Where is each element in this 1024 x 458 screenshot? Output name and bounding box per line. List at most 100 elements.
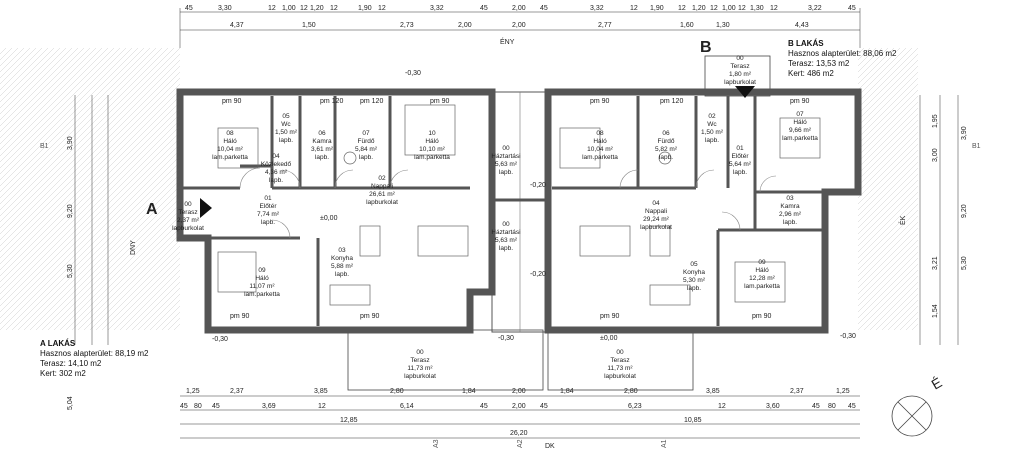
svg-text:Terasz: Terasz — [610, 357, 629, 364]
unit-a-summary: A LAKÁS Hasznos alapterület: 88,19 m2 Te… — [40, 339, 149, 378]
svg-text:1,90: 1,90 — [650, 5, 664, 12]
svg-text:00: 00 — [502, 145, 510, 152]
svg-text:12: 12 — [710, 5, 718, 12]
svg-text:00: 00 — [736, 55, 744, 62]
svg-text:3,90: 3,90 — [961, 126, 968, 140]
svg-text:03: 03 — [786, 195, 794, 202]
svg-text:5,30: 5,30 — [67, 264, 74, 278]
unit-b-marker: B — [700, 39, 712, 56]
svg-text:5,04: 5,04 — [67, 396, 74, 410]
svg-text:Előtér: Előtér — [732, 153, 750, 160]
svg-text:1,00: 1,00 — [282, 5, 296, 12]
svg-text:12: 12 — [300, 5, 308, 12]
central-utility-walls — [491, 91, 549, 333]
svg-text:00: 00 — [184, 201, 192, 208]
svg-text:3,21: 3,21 — [932, 256, 939, 270]
svg-text:04: 04 — [272, 153, 280, 160]
svg-text:3,60: 3,60 — [766, 403, 780, 410]
svg-text:12: 12 — [268, 5, 276, 12]
svg-text:00: 00 — [616, 349, 624, 356]
svg-text:3,69: 3,69 — [262, 403, 276, 410]
svg-text:26,61 m²: 26,61 m² — [369, 191, 395, 198]
svg-text:5,84 m²: 5,84 m² — [355, 146, 378, 153]
svg-text:3,32: 3,32 — [590, 5, 604, 12]
svg-text:12: 12 — [378, 5, 386, 12]
compass-eny: ÉNY — [500, 37, 515, 46]
svg-text:11,73 m²: 11,73 m² — [407, 365, 433, 372]
svg-text:Wc: Wc — [281, 121, 291, 128]
compass-north: É — [929, 374, 945, 393]
svg-text:1,54: 1,54 — [932, 304, 939, 318]
svg-text:1,25: 1,25 — [836, 388, 850, 395]
svg-text:29,24 m²: 29,24 m² — [643, 216, 669, 223]
svg-text:1,20: 1,20 — [310, 5, 324, 12]
entry-arrow-a — [200, 198, 212, 218]
svg-text:4,43: 4,43 — [795, 22, 809, 29]
svg-text:3,90: 3,90 — [67, 136, 74, 150]
svg-text:2,73: 2,73 — [400, 22, 414, 29]
svg-text:00: 00 — [502, 221, 510, 228]
unit-b-partitions — [552, 96, 825, 326]
compass-dny: DNY — [130, 240, 137, 255]
svg-text:10,85: 10,85 — [684, 417, 702, 424]
axis-a2: A2 — [517, 439, 524, 448]
svg-text:Terasz: 14,10 m2: Terasz: 14,10 m2 — [40, 359, 102, 368]
svg-text:10,04 m²: 10,04 m² — [587, 146, 613, 153]
svg-text:pm 90: pm 90 — [590, 98, 610, 105]
svg-text:1,50: 1,50 — [302, 22, 316, 29]
svg-text:04: 04 — [652, 200, 660, 207]
svg-text:1,90: 1,90 — [358, 5, 372, 12]
svg-text:Kamra: Kamra — [780, 203, 800, 210]
svg-text:3,85: 3,85 — [706, 388, 720, 395]
svg-text:lam.parketta: lam.parketta — [414, 154, 450, 161]
svg-text:3,85: 3,85 — [314, 388, 328, 395]
svg-text:06: 06 — [662, 130, 670, 137]
svg-text:6,23: 6,23 — [628, 403, 642, 410]
entry-arrow-b — [735, 86, 755, 98]
svg-text:lapburkolat: lapburkolat — [604, 373, 636, 380]
svg-text:9,66 m²: 9,66 m² — [789, 127, 812, 134]
svg-text:Háló: Háló — [593, 138, 607, 145]
svg-text:02: 02 — [708, 113, 716, 120]
svg-text:4,36 m²: 4,36 m² — [265, 169, 288, 176]
axis-b1-right: B1 — [972, 143, 981, 150]
svg-text:00: 00 — [416, 349, 424, 356]
svg-text:Háló: Háló — [793, 119, 807, 126]
svg-text:5,63 m²: 5,63 m² — [495, 161, 518, 168]
parapet-labels: pm 90 pm 90 pm 90 pm 90 pm 90 pm 90 pm 9… — [222, 98, 810, 320]
svg-text:1,80 m²: 1,80 m² — [729, 71, 752, 78]
svg-text:lapburkolat: lapburkolat — [724, 79, 756, 86]
svg-text:lapb.: lapb. — [733, 169, 747, 176]
svg-text:10: 10 — [428, 130, 436, 137]
svg-text:Kert: 486 m2: Kert: 486 m2 — [788, 69, 834, 78]
svg-text:Wc: Wc — [707, 121, 717, 128]
svg-text:09: 09 — [258, 267, 266, 274]
svg-text:45: 45 — [180, 403, 188, 410]
svg-text:05: 05 — [282, 113, 290, 120]
svg-text:pm 120: pm 120 — [320, 98, 343, 105]
svg-text:lapb.: lapb. — [499, 245, 513, 252]
svg-text:pm 90: pm 90 — [230, 313, 250, 320]
svg-text:Háló: Háló — [425, 138, 439, 145]
svg-text:Háló: Háló — [255, 275, 269, 282]
svg-text:lam.parketta: lam.parketta — [582, 154, 618, 161]
compass-ek: ÉK — [898, 215, 907, 225]
svg-text:2,96 m²: 2,96 m² — [779, 211, 802, 218]
svg-text:pm 90: pm 90 — [790, 98, 810, 105]
svg-text:45: 45 — [480, 5, 488, 12]
terrace-b-south — [547, 329, 694, 391]
svg-text:2,00: 2,00 — [512, 5, 526, 12]
svg-text:Háztartási: Háztartási — [491, 229, 520, 236]
